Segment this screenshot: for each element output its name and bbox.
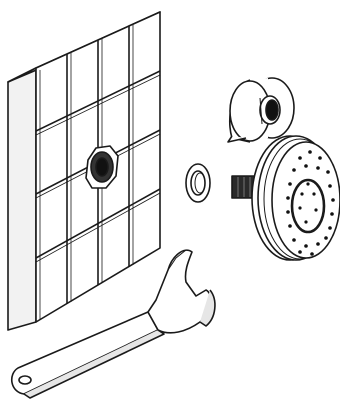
shower-head-icon xyxy=(232,136,340,260)
tiled-wall-with-pipe-fitting-icon xyxy=(8,12,160,330)
washer-ring-icon xyxy=(186,164,210,202)
tape-roll-icon xyxy=(228,78,294,142)
